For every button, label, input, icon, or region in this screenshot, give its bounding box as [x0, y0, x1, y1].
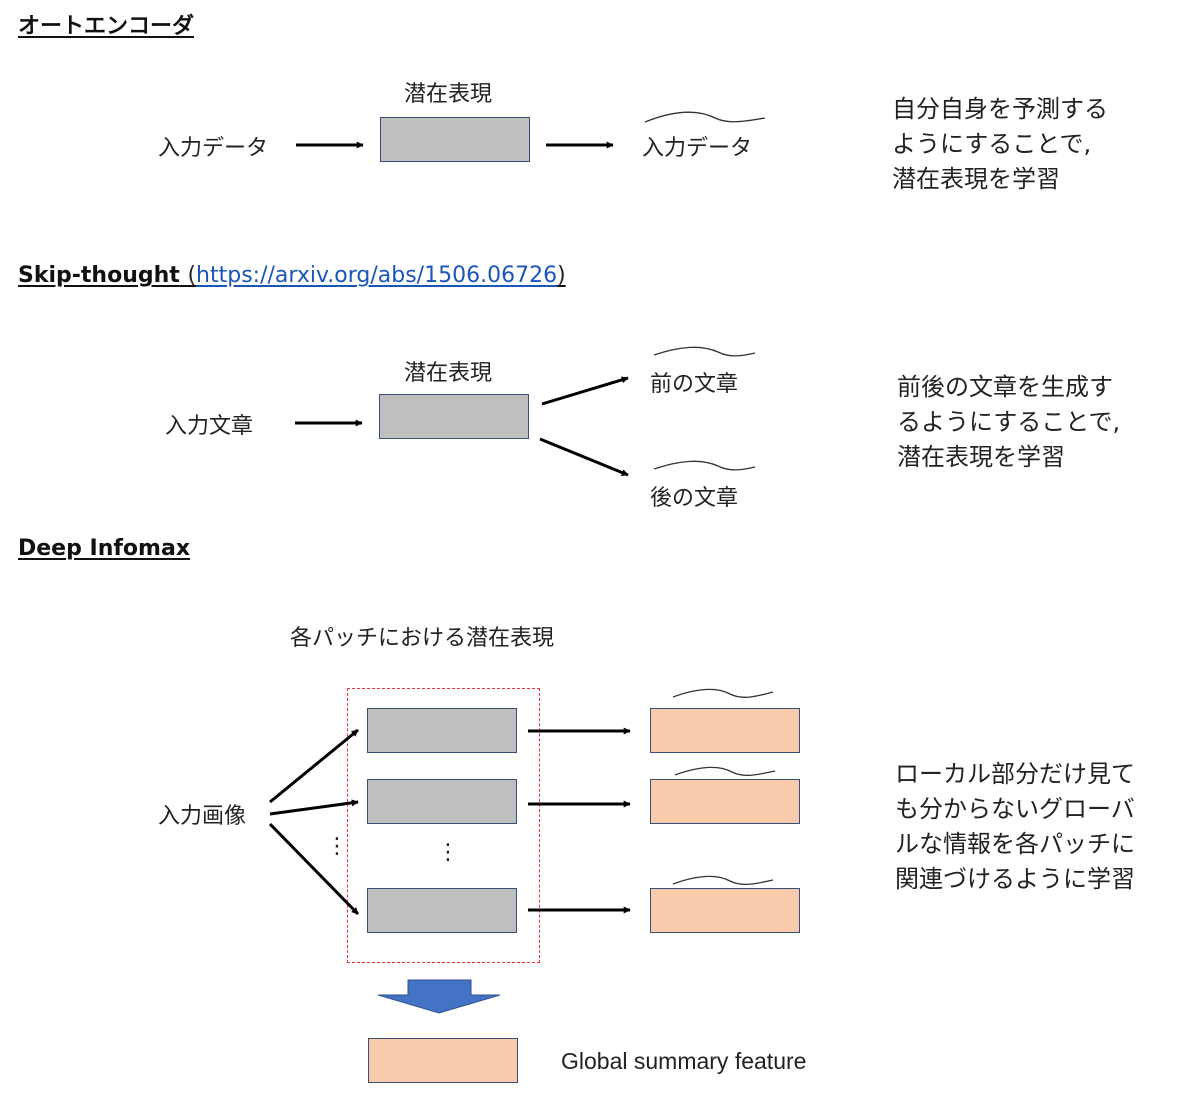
di-tilde-mark-3 [672, 875, 774, 886]
patch-feature-box-3 [650, 888, 800, 933]
ae-output-label: 入力データ [642, 136, 753, 161]
di-tilde-mark-1 [672, 688, 774, 698]
patch-latent-box-1 [367, 708, 517, 753]
patch-feature-box-2 [650, 779, 800, 824]
skip-thought-heading: Skip-thought [18, 263, 180, 288]
st-desc-line-3: 潜在表現を学習 [897, 443, 1065, 471]
di-desc-line-4: 関連づけるように学習 [895, 865, 1135, 893]
ae-input-label: 入力データ [158, 136, 269, 161]
di-arrow-in-3 [268, 822, 360, 916]
st-latent-label: 潜在表現 [404, 361, 493, 386]
di-desc-line-2: も分からないグローバ [895, 795, 1135, 823]
patch-latent-box-3 [367, 888, 517, 933]
ae-desc-line-3: 潜在表現を学習 [892, 165, 1060, 193]
global-summary-box [368, 1038, 518, 1083]
st-arrow-next [539, 437, 629, 477]
di-desc-line-3: ルな情報を各パッチに [895, 830, 1135, 858]
st-description: 前後の文章を生成す るようにすることで, 潜在表現を学習 [897, 370, 1120, 475]
skip-thought-paper-link[interactable]: https://arxiv.org/abs/1506.06726 [196, 263, 558, 288]
st-next-label: 後の文章 [650, 486, 739, 511]
deep-infomax-heading: Deep Infomax [18, 536, 191, 561]
ae-latent-box [380, 117, 530, 162]
patch-group-dashed-box [347, 688, 540, 963]
di-input-label: 入力画像 [158, 804, 247, 829]
st-next-tilde-mark [653, 460, 756, 471]
ae-latent-label: 潜在表現 [404, 82, 493, 107]
autoencoder-heading: オートエンコーダ [18, 14, 195, 39]
di-arrow-in-1 [269, 728, 359, 804]
st-desc-line-2: るようにすることで, [897, 408, 1121, 436]
st-prev-label: 前の文章 [650, 372, 739, 397]
st-input-label: 入力文章 [165, 414, 254, 439]
ae-desc-line-2: ようにすることで, [892, 130, 1092, 158]
ae-tilde-mark [644, 111, 766, 123]
skip-thought-heading-row: Skip-thought (https://arxiv.org/abs/1506… [18, 263, 566, 288]
st-prev-tilde-mark [653, 346, 756, 357]
di-patch-latent-label: 各パッチにおける潜在表現 [290, 626, 555, 651]
patch-feature-box-1 [650, 708, 800, 753]
st-arrow-prev [541, 376, 629, 406]
di-arrow-in-2 [269, 799, 359, 816]
patch-latent-box-2 [367, 779, 517, 824]
ae-description: 自分自身を予測する ようにすることで, 潜在表現を学習 [892, 92, 1108, 197]
di-tilde-mark-2 [674, 766, 776, 777]
di-description: ローカル部分だけ見て も分からないグローバ ルな情報を各パッチに 関連づけるよう… [895, 757, 1135, 897]
big-down-arrow [377, 979, 501, 1014]
paren-close: ) [557, 263, 566, 288]
ae-desc-line-1: 自分自身を予測する [892, 95, 1108, 123]
st-desc-line-1: 前後の文章を生成す [897, 373, 1113, 401]
paren-open: ( [187, 263, 197, 288]
di-desc-line-1: ローカル部分だけ見て [895, 760, 1135, 788]
st-latent-box [379, 394, 529, 439]
global-summary-label: Global summary feature [561, 1048, 807, 1074]
